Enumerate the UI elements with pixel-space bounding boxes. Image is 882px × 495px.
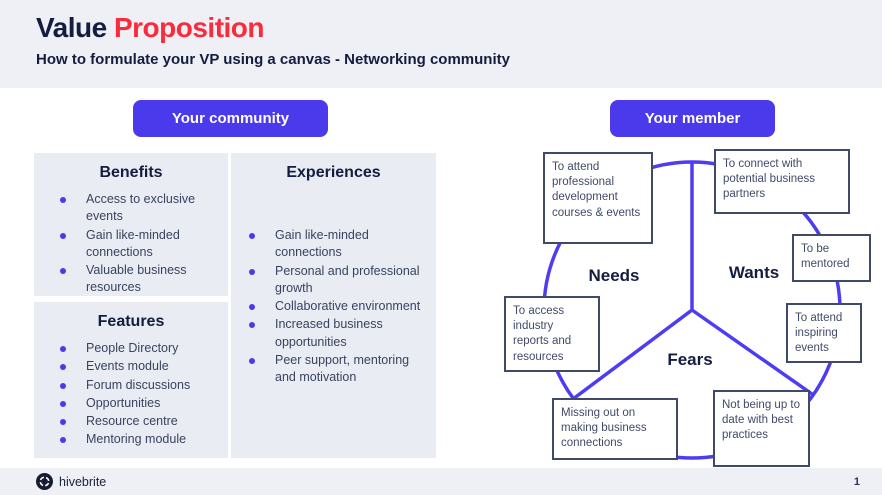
needs-label: Needs: [588, 266, 640, 285]
list-item: Access to exclusive events: [34, 191, 228, 226]
experiences-list: Gain like-minded connections Personal an…: [231, 227, 436, 386]
footer: hivebrite 1: [0, 468, 882, 495]
diagram-box-fears-missing-out: Missing out on making business connectio…: [552, 398, 678, 460]
list-item: Gain like-minded connections: [231, 227, 436, 262]
list-item: Peer support, mentoring and motivation: [231, 352, 436, 387]
your-member-button[interactable]: Your member: [610, 100, 775, 137]
benefits-list: Access to exclusive events Gain like-min…: [34, 191, 228, 297]
list-item: Gain like-minded connections: [34, 227, 228, 262]
list-item: Opportunities: [34, 395, 228, 412]
title-primary: Value: [36, 12, 107, 43]
list-item: Resource centre: [34, 413, 228, 430]
diagram-box-needs-reports: To access industry reports and resources: [504, 296, 600, 372]
fears-label: Fears: [667, 350, 713, 369]
diagram-box-needs-courses: To attend professional development cours…: [543, 152, 653, 244]
benefits-title: Benefits: [99, 164, 163, 181]
diagram-box-wants-mentored: To be mentored: [792, 234, 871, 282]
list-item: Collaborative environment: [231, 298, 436, 315]
list-item: Mentoring module: [34, 431, 228, 448]
diagram-box-fears-not-up-to-date: Not being up to date with best practices: [713, 390, 810, 467]
diagram-box-wants-partners: To connect with potential business partn…: [714, 149, 850, 214]
page-number: 1: [853, 475, 860, 488]
page-title: Value Proposition: [36, 12, 882, 44]
diagram-box-wants-inspiring: To attend inspiring events: [786, 303, 862, 363]
list-item: Personal and professional growth: [231, 263, 436, 298]
list-item: Increased business opportunities: [231, 316, 436, 351]
list-item: Valuable business resources: [34, 262, 228, 297]
list-item: Forum discussions: [34, 377, 228, 394]
features-title: Features: [97, 313, 165, 330]
list-item: Events module: [34, 358, 228, 375]
list-item: People Directory: [34, 340, 228, 357]
features-panel: Features People Directory Events module …: [34, 302, 228, 458]
header: Value Proposition How to formulate your …: [0, 0, 882, 88]
your-community-button[interactable]: Your community: [133, 100, 328, 137]
experiences-title: Experiences: [286, 164, 381, 181]
brand-name: hivebrite: [59, 474, 107, 489]
hivebrite-logo-icon: [36, 473, 53, 490]
wants-label: Wants: [728, 263, 780, 282]
page-subtitle: How to formulate your VP using a canvas …: [36, 51, 510, 69]
benefits-panel: Benefits Access to exclusive events Gain…: [34, 153, 228, 296]
brand: hivebrite: [36, 473, 106, 490]
features-list: People Directory Events module Forum dis…: [34, 340, 228, 449]
title-accent: Proposition: [113, 12, 265, 43]
experiences-panel: Experiences Gain like-minded connections…: [231, 153, 436, 458]
